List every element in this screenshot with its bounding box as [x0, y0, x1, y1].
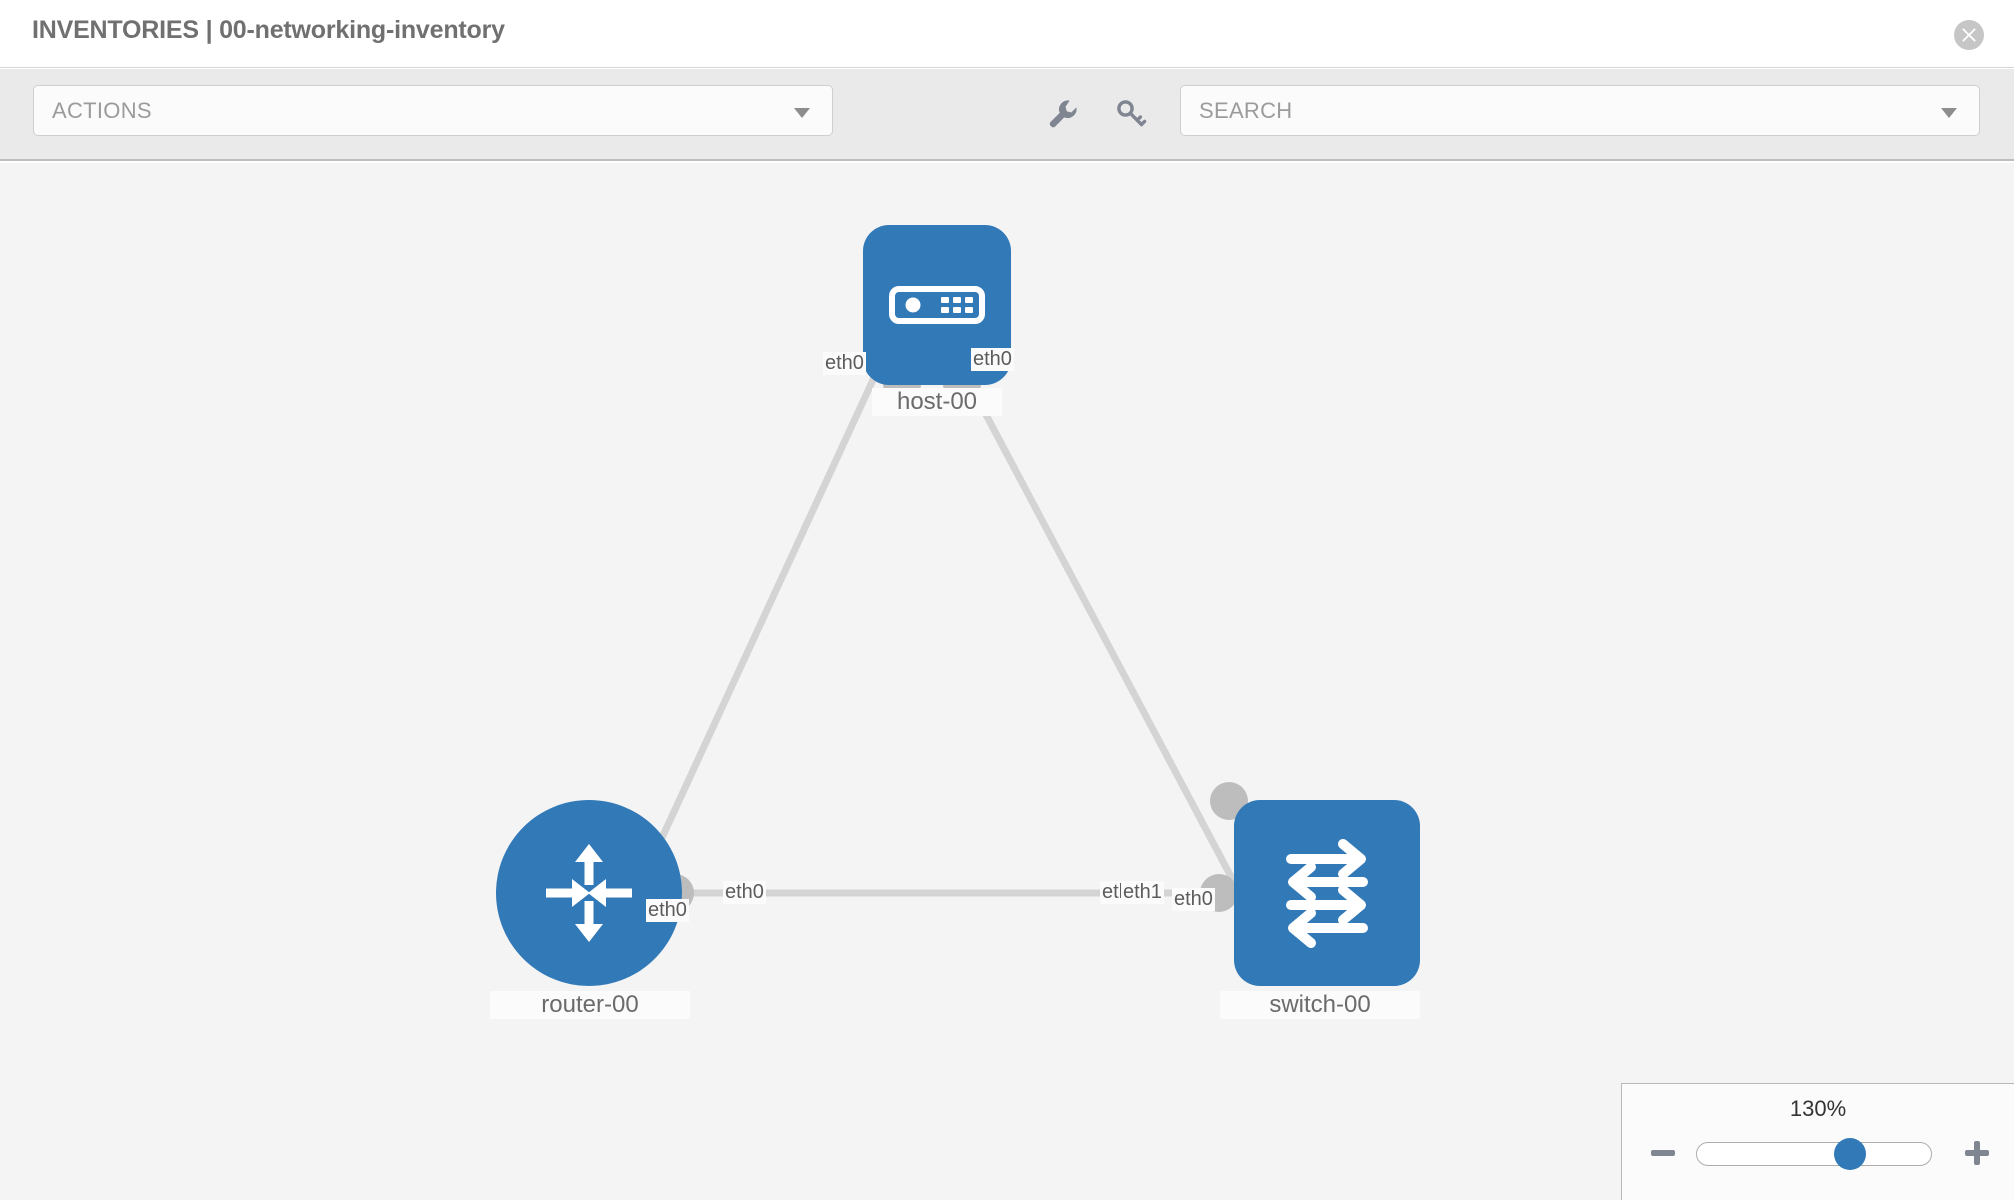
search-placeholder: SEARCH: [1199, 98, 1293, 123]
link-host00-router00: [621, 341, 894, 920]
key-icon[interactable]: [1112, 95, 1148, 131]
zoom-percent-label: 130%: [1789, 1096, 1847, 1121]
iface-label-host00-eth0-right: eth0: [971, 348, 1014, 371]
topology-canvas[interactable]: host-00 eth0 eth0: [0, 163, 2014, 1200]
actions-dropdown[interactable]: ACTIONS: [33, 85, 833, 136]
page-header: INVENTORIES | 00-networking-inventory: [0, 0, 2014, 68]
link-host00-switch00: [944, 341, 1249, 905]
node-switch-00-shape[interactable]: [1234, 800, 1420, 986]
zoom-out-button[interactable]: [1648, 1138, 1678, 1168]
close-icon[interactable]: [1954, 20, 1984, 50]
chevron-down-icon: [1941, 108, 1957, 118]
switch-arrows-icon: [1286, 839, 1368, 948]
iface-label-switch00-eth1: eth1: [1121, 881, 1164, 904]
zoom-slider-thumb[interactable]: [1834, 1138, 1866, 1170]
iface-label-router00-eth0-up: eth0: [646, 899, 689, 922]
iface-label-router00-eth0-link: eth0: [723, 881, 766, 904]
chevron-down-icon: [794, 108, 810, 118]
node-host-00-label: host-00: [872, 388, 1002, 416]
node-router-00-shape[interactable]: [496, 800, 682, 986]
node-switch-00[interactable]: switch-00: [1200, 782, 1420, 1019]
router-arrows-icon: [546, 844, 632, 942]
page-title: INVENTORIES | 00-networking-inventory: [32, 16, 505, 44]
node-router-00[interactable]: router-00: [490, 800, 696, 1019]
node-switch-00-label: switch-00: [1220, 991, 1420, 1019]
iface-label-switch00-eth0-up: eth0: [1172, 888, 1215, 911]
actions-dropdown-label: ACTIONS: [52, 98, 152, 123]
zoom-slider-row: [1622, 1132, 2014, 1176]
zoom-in-button[interactable]: [1962, 1138, 1992, 1168]
zoom-slider[interactable]: [1696, 1138, 1932, 1170]
zoom-controls: 130%: [1621, 1083, 2014, 1200]
search-input[interactable]: SEARCH: [1180, 85, 1980, 136]
iface-label-host00-eth0-left: eth0: [823, 352, 866, 375]
node-router-00-label: router-00: [490, 991, 690, 1019]
wrench-icon[interactable]: [1044, 95, 1080, 131]
node-host-00[interactable]: host-00: [843, 225, 1031, 425]
server-icon: [889, 286, 985, 324]
